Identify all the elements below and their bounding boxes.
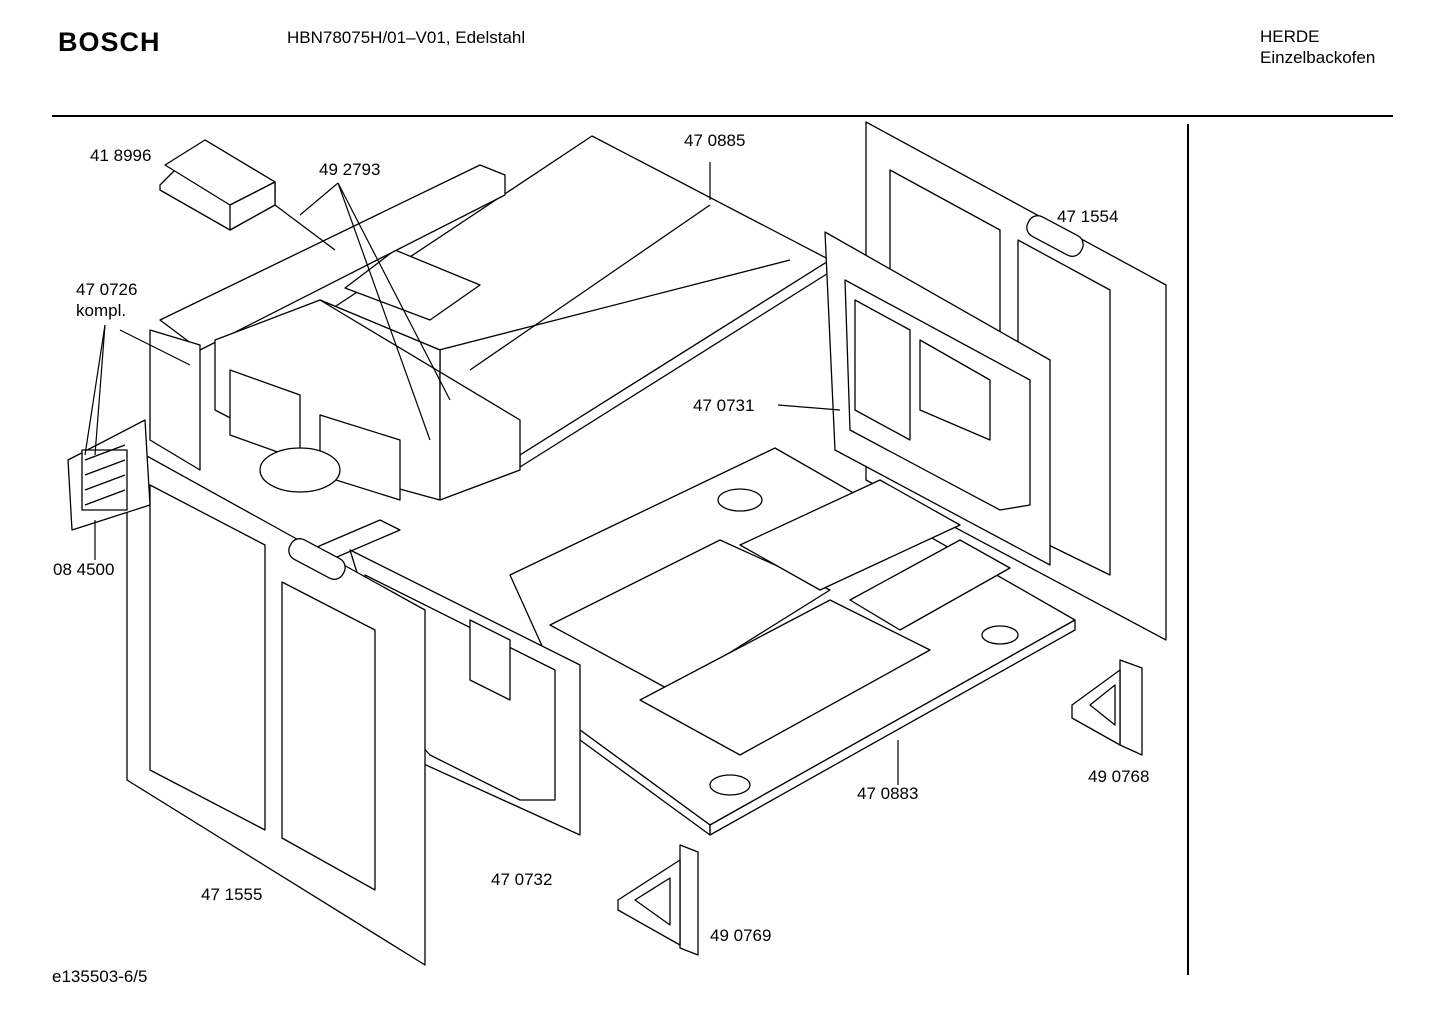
- part-label-492793: 49 2793: [319, 160, 380, 179]
- model-title: HBN78075H/01–V01, Edelstahl: [287, 28, 526, 47]
- control-module-part: [159, 139, 336, 251]
- part-label-470732: 47 0732: [491, 870, 552, 889]
- category-line-2: Einzelbackofen: [1260, 48, 1376, 67]
- part-label-471555: 47 1555: [201, 885, 262, 904]
- fan-housing-part: [149, 164, 521, 561]
- part-label-470883: 47 0883: [857, 784, 918, 803]
- bracket-left-part: [617, 844, 699, 956]
- part-label-470731: 47 0731: [693, 396, 754, 415]
- part-label-471554: 47 1554: [1057, 207, 1118, 226]
- part-label-418996: 41 8996: [90, 146, 151, 165]
- part-label-084500: 08 4500: [53, 560, 114, 579]
- part-label-470726: 47 0726: [76, 280, 137, 299]
- grille-part: [67, 419, 151, 531]
- right-inner-wall-part: [824, 231, 1051, 566]
- bracket-right-part: [1071, 659, 1143, 756]
- part-label-490768: 49 0768: [1088, 767, 1149, 786]
- brand-logo: BOSCH: [58, 27, 161, 57]
- part-label-490769: 49 0769: [710, 926, 771, 945]
- left-side-panel-part: [126, 444, 426, 966]
- category-line-1: HERDE: [1260, 27, 1320, 46]
- part-label-470726-note: kompl.: [76, 301, 126, 320]
- document-id: e135503-6/5: [52, 967, 148, 986]
- leader-lines: [84, 162, 899, 785]
- bottom-tray-part: [509, 447, 1076, 836]
- part-label-470885: 47 0885: [684, 131, 745, 150]
